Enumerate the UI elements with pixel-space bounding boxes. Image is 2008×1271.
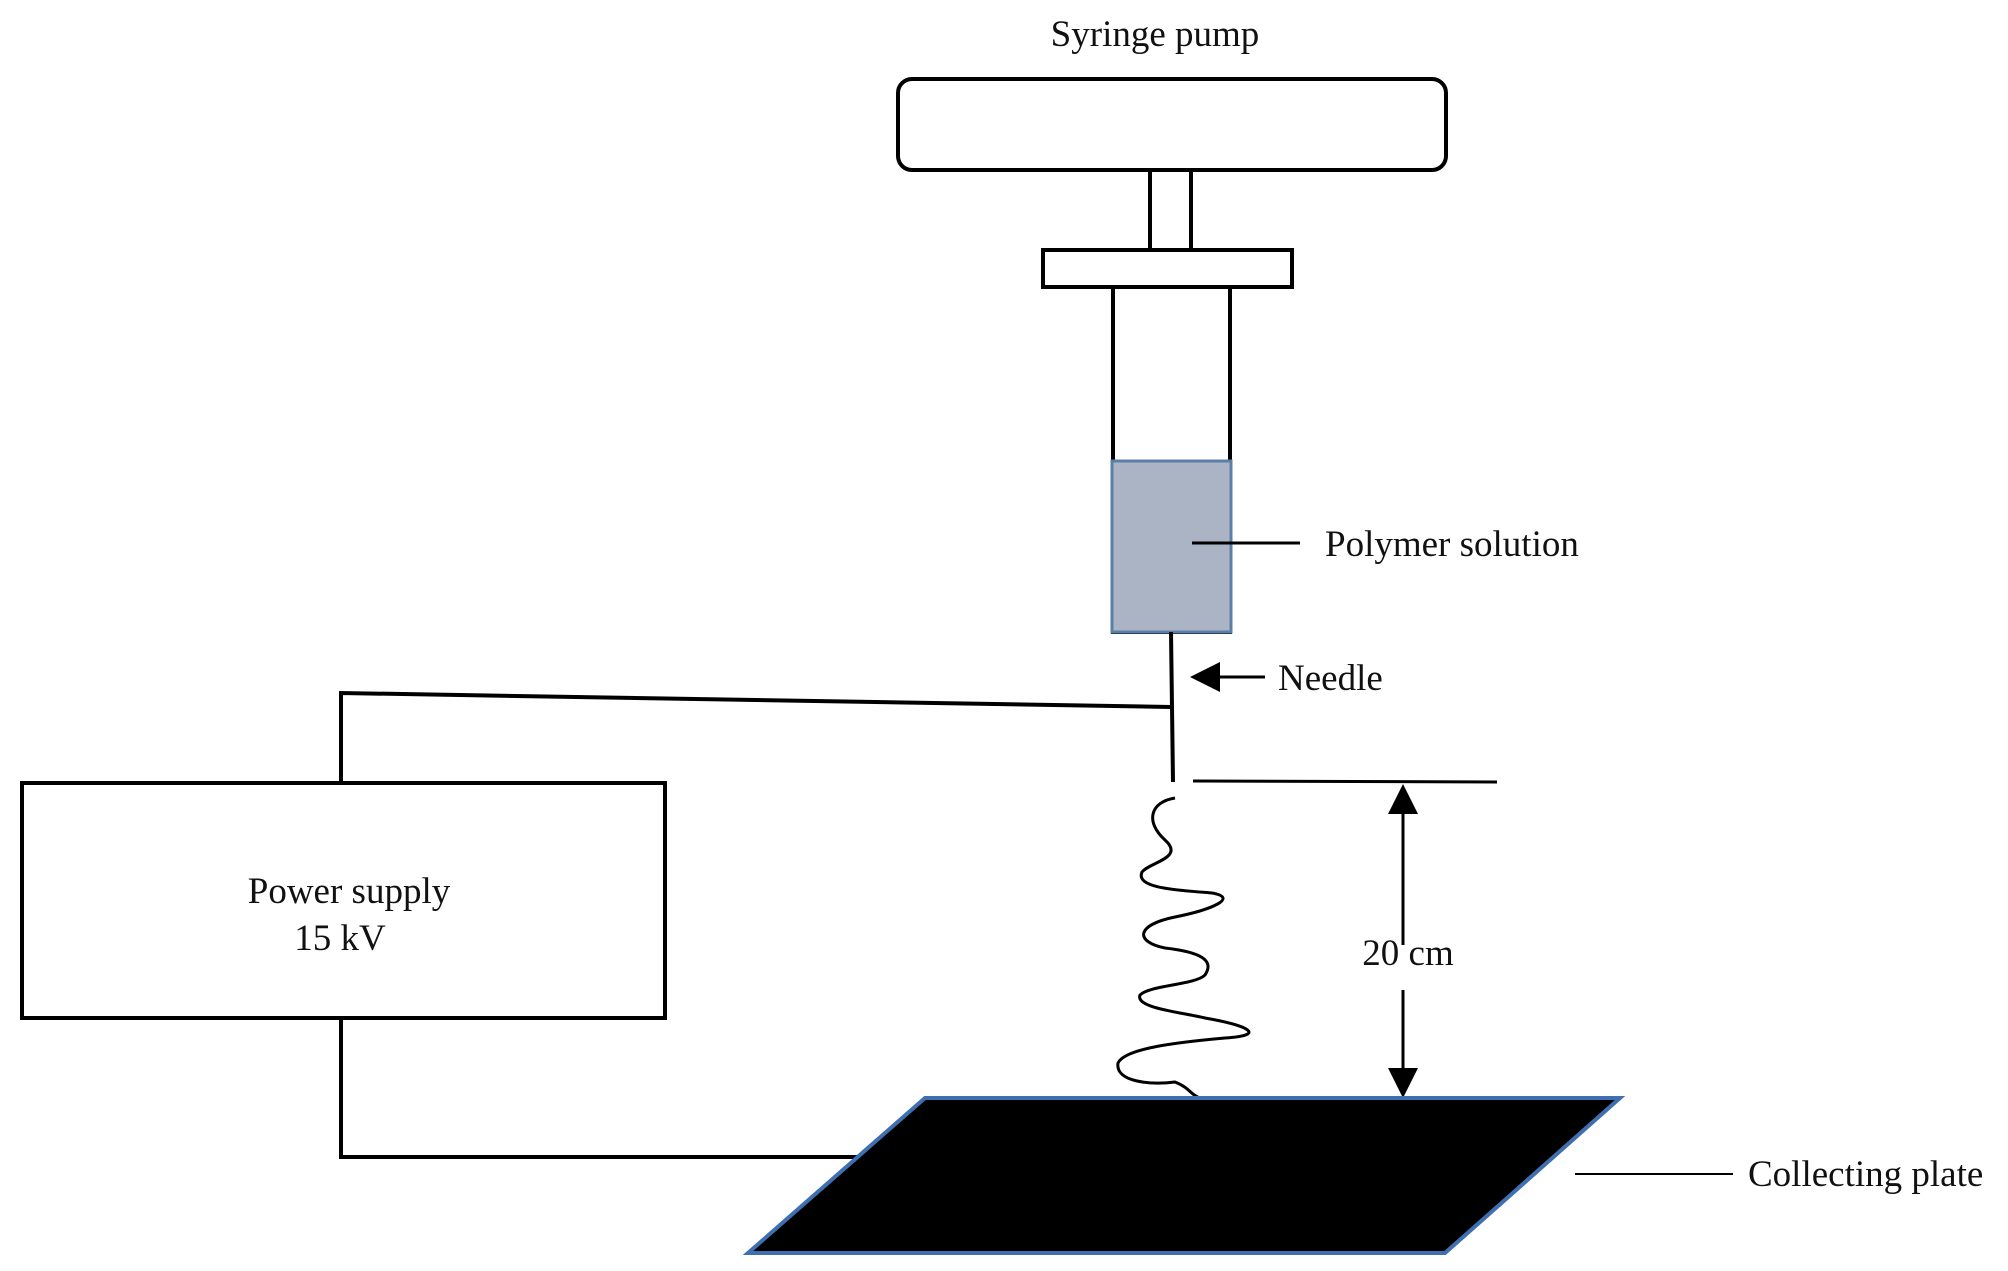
polymer-solution-fill <box>1110 459 1233 634</box>
power-supply-voltage: 15 kV <box>294 918 386 959</box>
plunger-flange <box>1041 248 1294 289</box>
collecting-plate-label: Collecting plate <box>1748 1154 1983 1195</box>
wire-bottom <box>339 1018 858 1159</box>
syringe-pump-label: Syringe pump <box>1051 14 1260 55</box>
power-supply-box <box>20 781 667 1020</box>
needle <box>1169 631 1175 783</box>
distance-reference-line <box>1192 779 1498 784</box>
distance-label: 20 cm <box>1362 933 1454 974</box>
wire-top <box>339 690 1172 783</box>
collecting-plate <box>742 1096 1626 1255</box>
power-supply-label: Power supply <box>248 871 451 912</box>
polymer-solution-label: Polymer solution <box>1325 524 1579 565</box>
syringe-pump-body <box>896 77 1448 172</box>
needle-label: Needle <box>1278 658 1383 699</box>
plunger-rod <box>1148 168 1193 252</box>
fiber-jet <box>1116 796 1251 1099</box>
